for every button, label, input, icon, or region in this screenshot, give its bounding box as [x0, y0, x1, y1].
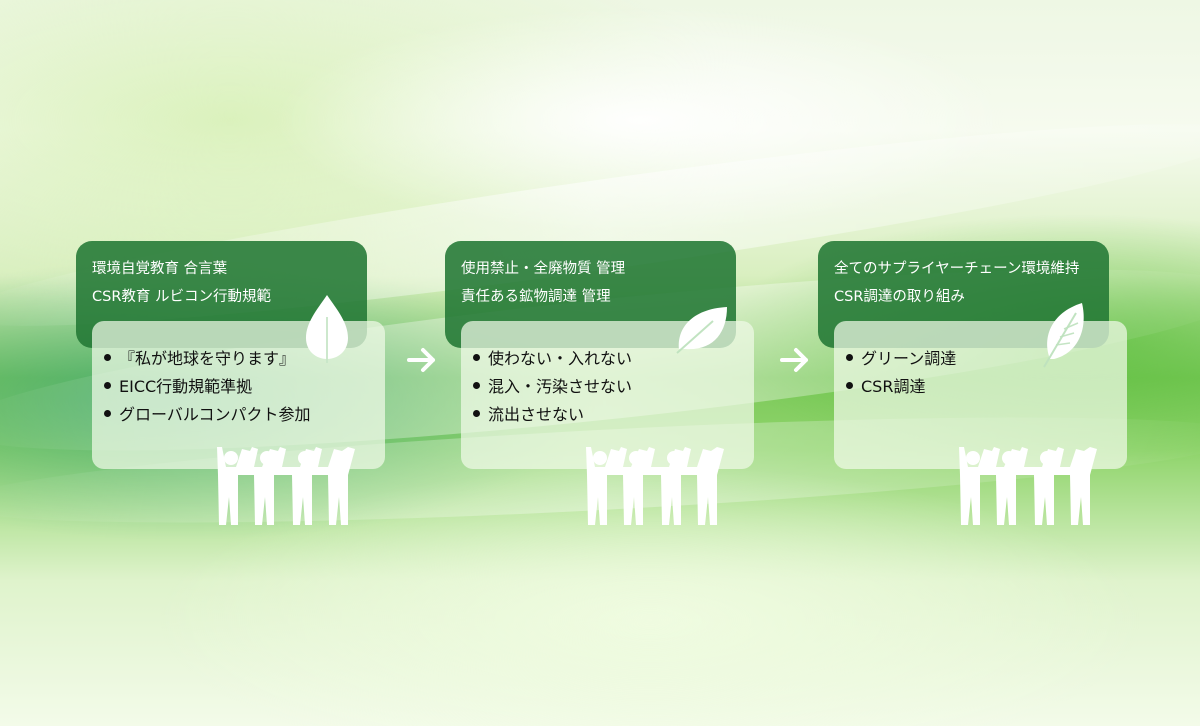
list-item: 混入・汚染させない [473, 373, 742, 401]
step-2: 使用禁止・全廃物質 管理 責任ある鉱物調達 管理 使わない・入れない 混入・汚染… [445, 241, 765, 531]
bullet-icon [473, 382, 480, 389]
list-item: 使わない・入れない [473, 345, 742, 373]
bullet-list: グリーン調達 CSR調達 [846, 345, 1115, 401]
bullet-icon [104, 382, 111, 389]
bullet-icon [473, 410, 480, 417]
bullet-icon [473, 354, 480, 361]
bullet-list: 使わない・入れない 混入・汚染させない 流出させない [473, 345, 742, 429]
people-raising-hands-icon [586, 447, 724, 525]
list-item: グリーン調達 [846, 345, 1115, 373]
heading-line: CSR教育 ルビコン行動規範 [92, 289, 272, 305]
step-1: 環境自覚教育 合言葉 CSR教育 ルビコン行動規範 『私が地球を守ります』 EI… [76, 241, 396, 531]
people-raising-hands-icon [959, 447, 1097, 525]
step-card: グリーン調達 CSR調達 [834, 321, 1127, 469]
heading-line: 使用禁止・全廃物質 管理 [461, 261, 626, 277]
people-raising-hands-icon [217, 447, 355, 525]
arrow-right-icon [407, 348, 435, 372]
list-item: 『私が地球を守ります』 [104, 345, 373, 373]
list-item: CSR調達 [846, 373, 1115, 401]
leaf-drop-icon [306, 295, 348, 363]
list-item: EICC行動規範準拠 [104, 373, 373, 401]
leaf-icon [676, 307, 727, 354]
heading-line: 環境自覚教育 合言葉 [92, 261, 228, 277]
bullet-icon [104, 354, 111, 361]
heading-line: CSR調達の取り組み [834, 289, 965, 305]
bullet-icon [846, 382, 853, 389]
bullet-icon [846, 354, 853, 361]
heading-line: 責任ある鉱物調達 管理 [461, 289, 611, 305]
bullet-icon [104, 410, 111, 417]
list-item: グローバルコンパクト参加 [104, 401, 373, 429]
step-3: 全てのサプライヤーチェーン環境維持 CSR調達の取り組み グリーン調達 CSR調… [818, 241, 1138, 531]
arrow-right-icon [780, 348, 808, 372]
heading-line: 全てのサプライヤーチェーン環境維持 [834, 261, 1080, 277]
bullet-list: 『私が地球を守ります』 EICC行動規範準拠 グローバルコンパクト参加 [104, 345, 373, 429]
leaf-icon [1043, 303, 1084, 368]
list-item: 流出させない [473, 401, 742, 429]
